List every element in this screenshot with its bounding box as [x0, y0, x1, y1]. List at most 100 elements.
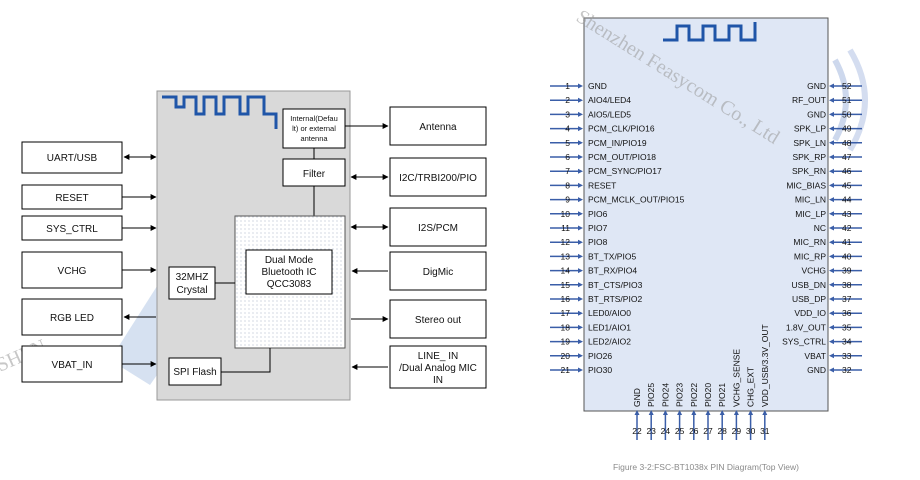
bottom-pin-number: 30	[746, 426, 756, 436]
figure-caption: Figure 3-2:FSC-BT1038x PIN Diagram(Top V…	[613, 462, 799, 472]
left-pin-label: PCM_SYNC/PIO17	[588, 166, 662, 176]
left-pin-number: 20	[561, 351, 571, 361]
right-pin-label: SPK_LP	[794, 124, 826, 134]
bottom-pin-arrow	[677, 410, 683, 415]
right-pin-arrow	[829, 324, 834, 330]
left-pin-label: BT_CTS/PIO3	[588, 280, 643, 290]
right-pin-arrow	[829, 97, 834, 103]
right-pin-arrow	[829, 197, 834, 203]
right-pin-label: VDD_IO	[794, 308, 826, 318]
left-pin-number: 3	[565, 109, 570, 119]
spi-flash-label: SPI Flash	[173, 367, 216, 378]
right-pin-number: 32	[842, 365, 852, 375]
left-pin-arrow	[578, 140, 583, 146]
bottom-pin-label: PIO24	[660, 383, 670, 407]
ic-box	[245, 249, 333, 295]
bottom-pin-arrow	[691, 410, 697, 415]
right-pin-arrow	[829, 225, 834, 231]
right-pin-number: 38	[842, 280, 852, 290]
module-body	[583, 17, 829, 412]
vchg-box	[21, 251, 123, 289]
bottom-pin-label: PIO22	[689, 383, 699, 407]
right-pin-label: GND	[807, 81, 826, 91]
right-pin-number: 36	[842, 308, 852, 318]
right-pin-arrow	[829, 339, 834, 345]
left-pin-label: PIO8	[588, 237, 608, 247]
right-pin-label: VCHG	[801, 266, 826, 276]
left-pin-arrow	[578, 310, 583, 316]
left-pin-arrow	[578, 111, 583, 117]
left-pin-number: 21	[561, 365, 571, 375]
line-in-box	[389, 345, 487, 389]
right-pin-number: 39	[842, 266, 852, 276]
left-pin-label: BT_RTS/PIO2	[588, 294, 642, 304]
left-pin-label: LED0/AIO0	[588, 308, 631, 318]
right-pin-number: 37	[842, 294, 852, 304]
line-in-line2: /Dual Analog MIC	[399, 363, 477, 374]
digmic-label: DigMic	[423, 267, 454, 278]
bottom-pin-label: GND	[632, 388, 642, 407]
block-diagram: SHEN Internal(Defau lt) or external ante…	[0, 90, 487, 401]
bottom-pin-arrow	[762, 410, 768, 415]
left-pin-arrow	[578, 282, 583, 288]
antenna-note-line2: lt) or external	[292, 124, 336, 133]
left-pin-label: LED2/AIO2	[588, 337, 631, 347]
antenna-note-line3: antenna	[300, 134, 328, 143]
right-pin-label: GND	[807, 365, 826, 375]
bottom-pin-arrow	[705, 410, 711, 415]
left-pin-label: PCM_OUT/PIO18	[588, 152, 656, 162]
left-pin-number: 15	[561, 280, 571, 290]
right-pin-arrow	[829, 353, 834, 359]
left-pin-number: 9	[565, 195, 570, 205]
crystal-line1: 32MHZ	[176, 272, 209, 283]
left-pin-label: AIO4/LED4	[588, 95, 631, 105]
right-pin-label: 1.8V_OUT	[786, 322, 826, 332]
bottom-pin-number: 23	[646, 426, 656, 436]
bottom-pin-label: CHG_EXT	[746, 367, 756, 407]
left-pin-label: PCM_MCLK_OUT/PIO15	[588, 195, 685, 205]
left-pin-label: BT_TX/PIO5	[588, 251, 636, 261]
i2c-box	[389, 157, 487, 197]
right-pin-arrow	[829, 182, 834, 188]
antenna-label: Antenna	[419, 122, 457, 133]
ic-line1: Dual Mode	[265, 255, 314, 266]
left-pin-arrow	[578, 268, 583, 274]
right-pin-label: MIC_LP	[795, 209, 826, 219]
left-pin-number: 18	[561, 322, 571, 332]
right-pin-number: 33	[842, 351, 852, 361]
ic-line3: QCC3083	[267, 279, 312, 290]
left-pin-label: PIO7	[588, 223, 608, 233]
left-pin-arrow	[578, 367, 583, 373]
right-pin-number: 46	[842, 166, 852, 176]
ic-line2: Bluetooth IC	[261, 267, 316, 278]
right-pin-number: 41	[842, 237, 852, 247]
right-pin-arrow	[829, 126, 834, 132]
line-in-line1: LINE_ IN	[418, 351, 459, 362]
right-pin-number: 40	[842, 251, 852, 261]
right-pin-label: MIC_LN	[795, 195, 826, 205]
bottom-pin-group: 22GND23PIO2524PIO2425PIO2326PIO2227PIO20…	[632, 324, 770, 440]
spi-flash-to-ic-line	[221, 348, 271, 373]
right-pin-label: USB_DN	[792, 280, 826, 290]
right-pin-number: 47	[842, 152, 852, 162]
bottom-pin-label: VDD_USB/3.3V_OUT	[760, 324, 770, 407]
right-pin-arrow	[829, 296, 834, 302]
bottom-pin-number: 25	[675, 426, 685, 436]
bottom-pin-label: VCHG_SENSE	[731, 349, 741, 407]
bottom-pin-label: PIO21	[717, 383, 727, 407]
left-pin-label: GND	[588, 81, 607, 91]
right-pin-arrow	[829, 367, 834, 373]
left-pin-number: 14	[561, 266, 571, 276]
left-pin-arrow	[578, 324, 583, 330]
right-pin-label: VBAT	[804, 351, 826, 361]
left-pin-number: 19	[561, 337, 571, 347]
right-pin-arrow	[829, 239, 834, 245]
left-pin-arrow	[578, 253, 583, 259]
right-pin-arrow	[829, 140, 834, 146]
uart-usb-box	[21, 141, 123, 174]
pin-antenna-trace	[663, 22, 757, 42]
right-pin-number: 49	[842, 124, 852, 134]
right-pin-number: 50	[842, 109, 852, 119]
rgb-led-box	[21, 298, 123, 336]
